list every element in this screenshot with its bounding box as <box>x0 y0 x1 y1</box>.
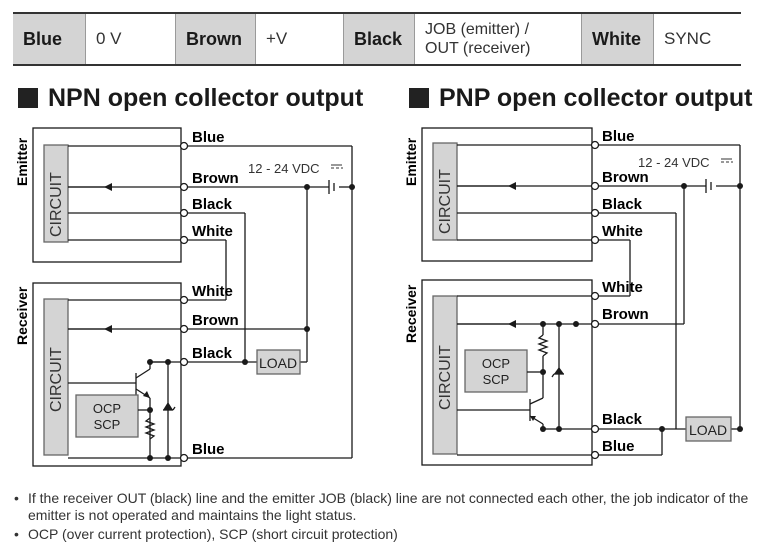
note-item: • OCP (over current protection), SCP (sh… <box>12 526 782 543</box>
legend-value-blue: 0 V <box>85 14 175 64</box>
pnp-ocp-scp-box <box>464 349 528 393</box>
npn-title-text: NPN open collector output <box>48 84 364 112</box>
npn-emitter-wire-label: Blue <box>192 129 225 146</box>
pnp-scp-label: SCP <box>483 372 510 387</box>
pnp-emitter-box <box>421 127 593 262</box>
legend-value-black-line1: JOB (emitter) / <box>425 21 530 38</box>
pnp-load-label: LOAD <box>689 422 727 438</box>
legend-key-blue: Blue <box>13 14 85 64</box>
pnp-emitter-wire-label: White <box>602 223 643 240</box>
pnp-emitter-wire-label: Black <box>602 196 643 213</box>
note-text: If the receiver OUT (black) line and the… <box>28 490 749 523</box>
legend-value-white: SYNC <box>653 14 741 64</box>
npn-receiver-circuit-box <box>43 298 69 456</box>
pnp-emitter-label: Emitter <box>403 137 419 186</box>
pnp-ocp-label: OCP <box>482 356 510 371</box>
npn-receiver-circuit-label: CIRCUIT <box>48 347 65 412</box>
legend-value-black: JOB (emitter) / OUT (receiver) <box>414 14 581 64</box>
pnp-receiver-circuit-label: CIRCUIT <box>437 345 454 410</box>
wire-color-legend: Blue 0 V Brown +V Black JOB (emitter) / … <box>13 12 741 66</box>
pnp-receiver-circuit-box <box>432 295 458 455</box>
note-item: • If the receiver OUT (black) line and t… <box>12 490 782 524</box>
npn-load-label: LOAD <box>259 355 297 371</box>
npn-receiver-wire-label: Blue <box>192 441 225 458</box>
pnp-emitter-wire-label: Brown <box>602 169 649 186</box>
npn-emitter-circuit-box <box>43 144 69 243</box>
pnp-transistor-arrow-icon <box>530 416 536 421</box>
npn-emitter-led-arrow-icon <box>104 183 112 191</box>
npn-receiver-wire-label: Brown <box>192 312 239 329</box>
npn-transistor-arrow-icon <box>143 391 150 398</box>
pnp-emitter-led-arrow-icon <box>508 182 516 190</box>
npn-ocp-scp-box <box>75 394 139 438</box>
npn-supply-label: 12 - 24 VDC <box>248 161 320 176</box>
legend-value-black-line2: OUT (receiver) <box>425 40 531 57</box>
pnp-emitter-circuit-label: CIRCUIT <box>437 169 454 234</box>
notes-list: • If the receiver OUT (black) line and t… <box>12 490 782 543</box>
pnp-title-text: PNP open collector output <box>439 84 753 112</box>
legend-key-brown: Brown <box>175 14 255 64</box>
npn-receiver-label: Receiver <box>14 286 30 345</box>
npn-emitter-label: Emitter <box>14 137 30 186</box>
npn-zener-diode-icon <box>163 402 173 410</box>
npn-receiver-led-arrow-icon <box>104 325 112 333</box>
pnp-receiver-wire-label: Brown <box>602 306 649 323</box>
legend-key-white: White <box>581 14 653 64</box>
square-bullet-icon <box>18 88 38 108</box>
pnp-receiver-wire-label: Black <box>602 411 643 428</box>
npn-emitter-wire-label: White <box>192 223 233 240</box>
pnp-zener-diode-icon <box>554 367 564 374</box>
npn-ocp-label: OCP <box>93 401 121 416</box>
npn-receiver-wire-label: Black <box>192 345 233 362</box>
npn-scp-label: SCP <box>94 417 121 432</box>
npn-load-box <box>256 349 301 375</box>
npn-receiver-wire-label: White <box>192 283 233 300</box>
npn-emitter-circuit-label: CIRCUIT <box>48 172 65 237</box>
pnp-receiver-box <box>421 279 593 466</box>
note-text: OCP (over current protection), SCP (shor… <box>28 526 398 542</box>
square-bullet-icon <box>409 88 429 108</box>
pnp-emitter-wire-label: Blue <box>602 128 635 145</box>
legend-key-black: Black <box>343 14 414 64</box>
npn-emitter-box <box>32 127 182 263</box>
pnp-supply-label: 12 - 24 VDC <box>638 155 710 170</box>
bullet-icon: • <box>14 526 19 542</box>
npn-emitter-wire-label: Black <box>192 196 233 213</box>
pnp-load-box <box>685 416 732 442</box>
npn-receiver-box <box>32 282 182 467</box>
bullet-icon: • <box>14 490 19 506</box>
pnp-receiver-wire-label: White <box>602 279 643 296</box>
npn-emitter-wire-label: Brown <box>192 170 239 187</box>
legend-value-brown: +V <box>255 14 343 64</box>
pnp-emitter-circuit-box <box>432 142 458 241</box>
pnp-receiver-label: Receiver <box>403 284 419 343</box>
pnp-section-title: PNP open collector output <box>409 83 752 113</box>
pnp-receiver-led-arrow-icon <box>508 320 516 328</box>
pnp-receiver-wire-label: Blue <box>602 438 635 455</box>
npn-section-title: NPN open collector output <box>18 83 363 113</box>
